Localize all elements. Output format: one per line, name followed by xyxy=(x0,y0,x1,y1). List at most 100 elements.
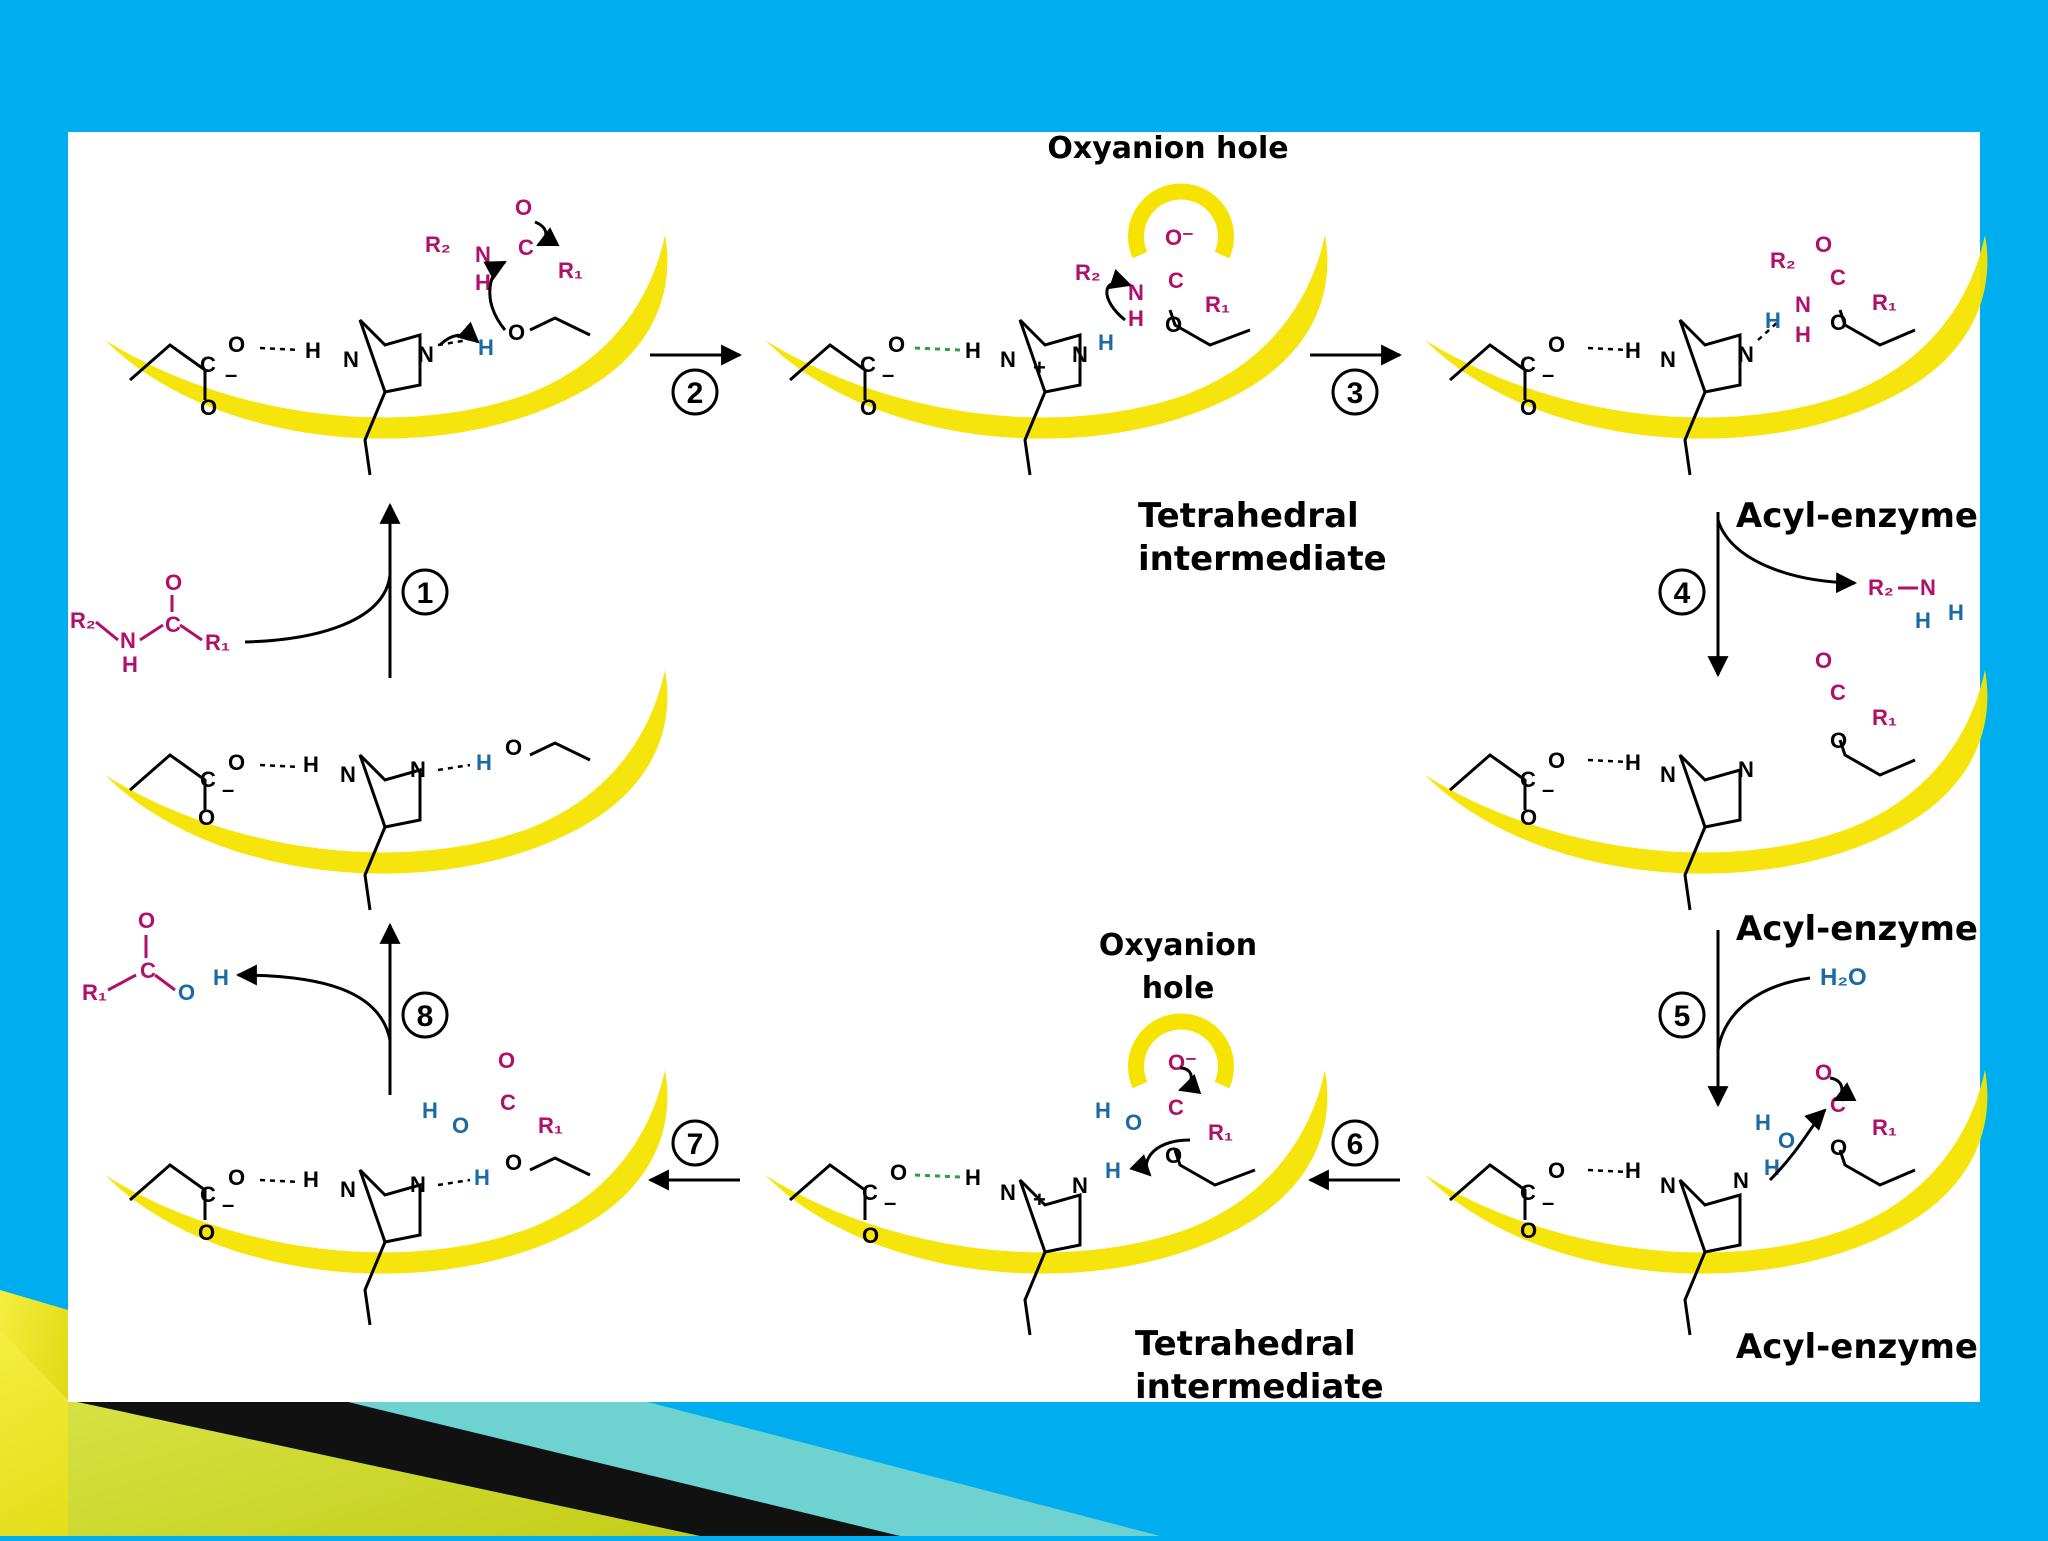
svg-text:O: O xyxy=(888,332,905,357)
svg-text:O: O xyxy=(1548,332,1565,357)
svg-text:O: O xyxy=(228,332,245,357)
svg-text:O: O xyxy=(515,195,532,220)
step-8: 8 xyxy=(401,991,449,1039)
step-2: 2 xyxy=(671,368,719,416)
svg-text:R₁: R₁ xyxy=(205,630,230,655)
svg-text:H: H xyxy=(1095,1098,1111,1123)
substrate-amide-left: O C N H R₂ R₁ xyxy=(70,570,230,677)
svg-text:N: N xyxy=(1000,1180,1016,1205)
oxyanion-hole-top xyxy=(1128,183,1234,259)
svg-text:+: + xyxy=(1033,355,1046,380)
atoms-row1-mid: C O O – H N + N H O⁻ C N H R₂ R₁ O xyxy=(860,225,1230,420)
svg-text:C: C xyxy=(1168,268,1184,293)
svg-text:N: N xyxy=(1000,347,1016,372)
step-4: 4 xyxy=(1658,568,1706,616)
svg-text:N: N xyxy=(1795,292,1811,317)
label-tetrahedral-bottom: Tetrahedral xyxy=(1135,1324,1356,1364)
svg-text:O: O xyxy=(1125,1110,1142,1135)
svg-text:O: O xyxy=(228,750,245,775)
svg-text:O: O xyxy=(1548,748,1565,773)
svg-text:N: N xyxy=(418,342,434,367)
label-water: H₂O xyxy=(1820,964,1867,991)
svg-text:+: + xyxy=(1033,1187,1046,1212)
svg-text:R₂: R₂ xyxy=(425,232,451,257)
svg-text:H: H xyxy=(1105,1158,1121,1183)
svg-text:O: O xyxy=(890,1160,907,1185)
svg-text:7: 7 xyxy=(687,1128,704,1161)
step-5: 5 xyxy=(1658,991,1706,1039)
svg-text:N: N xyxy=(1072,1173,1088,1198)
svg-text:C: C xyxy=(1830,1092,1846,1117)
svg-text:H: H xyxy=(1625,338,1641,363)
label-oxyanion-bottom-2: hole xyxy=(1142,971,1215,1006)
svg-text:5: 5 xyxy=(1674,1000,1691,1033)
svg-text:H: H xyxy=(1948,600,1964,625)
svg-text:N: N xyxy=(1072,342,1088,367)
svg-text:O: O xyxy=(198,805,215,830)
svg-text:R₁: R₁ xyxy=(1872,705,1897,730)
svg-text:N: N xyxy=(343,347,359,372)
svg-text:–: – xyxy=(882,362,894,387)
svg-text:N: N xyxy=(410,1172,426,1197)
svg-text:C: C xyxy=(862,1180,878,1205)
svg-text:O: O xyxy=(860,395,877,420)
svg-text:O: O xyxy=(1520,395,1537,420)
svg-text:8: 8 xyxy=(417,1000,434,1033)
atoms-row1-right: C O O – H N N H N H R₂ O C R₁ O xyxy=(1520,232,1897,420)
svg-text:O: O xyxy=(498,1048,515,1073)
svg-text:N: N xyxy=(410,757,426,782)
svg-text:R₂: R₂ xyxy=(70,608,96,633)
atoms-row1-left: C O O – H N N H O O C N H R₂ R₁ xyxy=(200,195,583,420)
svg-text:2: 2 xyxy=(687,377,704,410)
svg-text:O: O xyxy=(178,980,195,1005)
electron-arrows xyxy=(438,220,1857,1182)
step-3: 3 xyxy=(1331,368,1379,416)
svg-text:O: O xyxy=(228,1165,245,1190)
svg-text:O: O xyxy=(200,395,217,420)
svg-text:H: H xyxy=(1755,1110,1771,1135)
svg-text:O: O xyxy=(1815,232,1832,257)
svg-text:N: N xyxy=(1660,762,1676,787)
svg-text:6: 6 xyxy=(1347,1128,1364,1161)
atoms-row2-left: C O O – H N N H O xyxy=(198,735,522,830)
svg-text:3: 3 xyxy=(1347,377,1364,410)
svg-text:–: – xyxy=(222,1192,234,1217)
svg-text:O: O xyxy=(452,1113,469,1138)
svg-text:–: – xyxy=(225,362,237,387)
svg-text:R₁: R₁ xyxy=(1205,292,1230,317)
svg-text:N: N xyxy=(1660,347,1676,372)
svg-text:C: C xyxy=(165,612,181,637)
svg-text:R₂: R₂ xyxy=(1075,260,1101,285)
svg-text:1: 1 xyxy=(417,577,434,610)
label-intermediate-top: intermediate xyxy=(1138,539,1387,579)
svg-text:O: O xyxy=(1548,1158,1565,1183)
svg-text:O: O xyxy=(862,1223,879,1248)
svg-text:N: N xyxy=(120,628,136,653)
svg-text:H: H xyxy=(965,338,981,363)
atoms-row3-mid: C O O – H N + N H O⁻ C R₁ O H O xyxy=(862,1050,1233,1248)
svg-text:O: O xyxy=(1830,728,1847,753)
svg-text:O: O xyxy=(138,908,155,933)
svg-text:H: H xyxy=(1795,322,1811,347)
svg-text:O: O xyxy=(505,735,522,760)
svg-text:C: C xyxy=(1168,1095,1184,1120)
svg-text:R₂: R₂ xyxy=(1868,575,1894,600)
svg-text:N: N xyxy=(1660,1173,1676,1198)
product-acid: O C R₁ O H xyxy=(82,908,229,1005)
svg-text:O: O xyxy=(198,1220,215,1245)
svg-text:R₁: R₁ xyxy=(558,258,583,283)
svg-text:–: – xyxy=(1542,1190,1554,1215)
svg-text:H: H xyxy=(305,338,321,363)
svg-text:N: N xyxy=(1920,575,1936,600)
atoms-row2-right: C O O – H N N O C R₁ O xyxy=(1520,648,1897,830)
svg-text:O: O xyxy=(1520,1218,1537,1243)
svg-text:H: H xyxy=(478,335,494,360)
svg-text:–: – xyxy=(222,777,234,802)
label-intermediate-bottom: intermediate xyxy=(1135,1367,1384,1407)
svg-text:O: O xyxy=(1165,312,1182,337)
svg-text:–: – xyxy=(884,1190,896,1215)
step-7: 7 xyxy=(671,1119,719,1167)
svg-text:O: O xyxy=(508,320,525,345)
